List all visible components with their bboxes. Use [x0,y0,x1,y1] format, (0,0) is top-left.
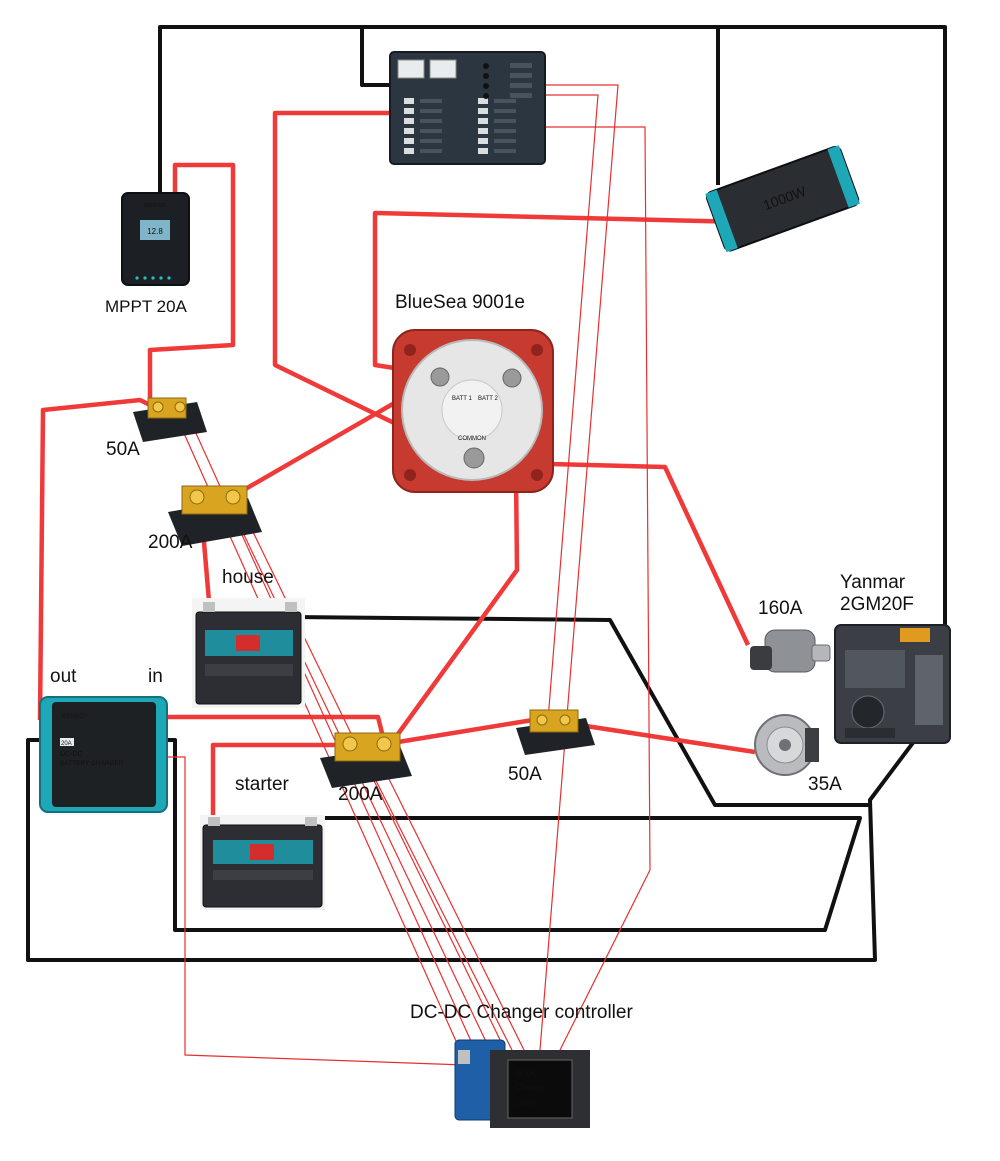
engine-label-line2: 2GM20F [840,594,914,615]
panel-breaker-label-plate [420,109,442,113]
fuse-house-200a [168,485,262,546]
charger-out-label: out [50,666,77,687]
panel-breaker-label-plate [420,119,442,123]
switch-post-common [463,447,485,469]
controller-screen-line3: 13.2V [515,1099,537,1108]
panel-breaker-switch [404,148,414,154]
panel-breaker-switch [478,98,488,104]
switch-post-batt1 [430,367,450,387]
sense-wire-5 [357,744,513,1051]
wire-starter-battery [210,742,350,822]
panel-indicator-light [483,93,489,99]
charger-in-label: in [148,666,163,687]
mppt-label: MPPT 20A [105,297,188,316]
breaker-panel [389,51,546,165]
panel-breaker-switch [478,148,488,154]
panel-indicator-light [483,63,489,69]
negative-wire-house [291,615,870,807]
dc-dc-charger: RENOGY 20A DC-DC BATTERY CHARGER [39,696,168,813]
panel-indicator-light [483,73,489,79]
switch-knob [441,379,503,441]
sense-wire-9 [540,126,651,1051]
switch-post-batt2 [502,368,522,388]
negative-wire-panel [360,27,392,87]
charger-rating-text: 20A [61,741,72,747]
switch-batt2-text: BATT 2 [478,396,498,402]
wire-mppt-out [147,162,236,405]
charger-brand: RENOGY [62,714,88,720]
sense-wire-7 [539,84,619,1051]
panel-breaker-switch [404,108,414,114]
panel-breaker-label-plate [510,63,532,68]
mppt-screen [140,220,170,240]
charger-line2: BATTERY CHARGER [60,760,124,767]
switch-batt1-text: BATT 1 [452,396,472,402]
charger-line1: DC-DC [60,751,83,758]
fuse-starter-200a [320,732,412,788]
fuse-house-label: 200A [148,532,193,553]
alternator-label: 35A [808,774,842,795]
mppt-brand: RENOGY [144,203,166,209]
panel-breaker-switch [478,128,488,134]
panel-breaker-label-plate [494,109,516,113]
house-battery [192,598,305,708]
inverter: 1000W [705,145,860,253]
fuse-alternator-50a [516,709,595,755]
panel-breaker-label-plate [510,73,532,78]
alternator [754,714,819,776]
panel-breaker-switch [478,118,488,124]
panel-breaker-label-plate [494,119,516,123]
starter-battery [200,815,325,910]
controller-screen-line2: Charge [515,1082,545,1092]
fuse-mppt-label: 50A [106,439,140,460]
engine-label-line1: Yanmar [840,572,906,593]
panel-breaker-label-plate [510,93,532,98]
wire-panel-to-switch-common [272,110,471,463]
negative-wire-top-loop [158,25,947,620]
panel-indicator-light [483,83,489,89]
controller-label: DC-DC Changer controller [410,1002,633,1023]
panel-breaker-label-plate [420,149,442,153]
starter-motor [750,629,831,673]
panel-breaker-label-plate [510,83,532,88]
wire-alt-fuse-to-alternator [559,719,756,755]
panel-meter-left [397,59,425,79]
panel-breaker-switch [404,138,414,144]
panel-breaker-switch [404,98,414,104]
wire-starter-fuse-to-alt-fuse [379,715,546,748]
dcdc-controller-board: DCDC Charge 13.2V [454,1039,590,1128]
fuse-mppt-50a [133,397,207,442]
mppt-screen-value: 12.8 [147,227,163,236]
panel-meter-right [429,59,457,79]
panel-breaker-label-plate [494,99,516,103]
negative-wire-starter [165,738,862,932]
fuse-starter-label: 200A [338,784,383,805]
starter-battery-label: starter [235,774,290,795]
panel-breaker-switch [404,118,414,124]
battery-switch: BATT 1 BATT 2 COMMON [392,329,554,493]
panel-breaker-label-plate [494,139,516,143]
panel-breaker-label-plate [420,139,442,143]
panel-breaker-label-plate [420,99,442,103]
engine [834,624,951,744]
battery-switch-label: BlueSea 9001e [395,292,525,313]
sense-wire-8 [540,94,599,721]
sense-wire-10 [162,756,466,1066]
fuse-alternator-label: 50A [508,764,542,785]
panel-breaker-switch [478,138,488,144]
switch-common-text: COMMON [458,436,486,442]
starter-motor-label: 160A [758,598,803,619]
panel-breaker-label-plate [494,129,516,133]
sense-wire-6 [371,744,525,1051]
panel-breaker-switch [404,128,414,134]
house-battery-label: house [222,567,274,588]
panel-breaker-label-plate [420,129,442,133]
controller-screen-line1: DCDC [515,1069,538,1078]
mppt-controller: 12.8 RENOGY [121,192,190,286]
panel-breaker-switch [478,108,488,114]
panel-breaker-label-plate [494,149,516,153]
